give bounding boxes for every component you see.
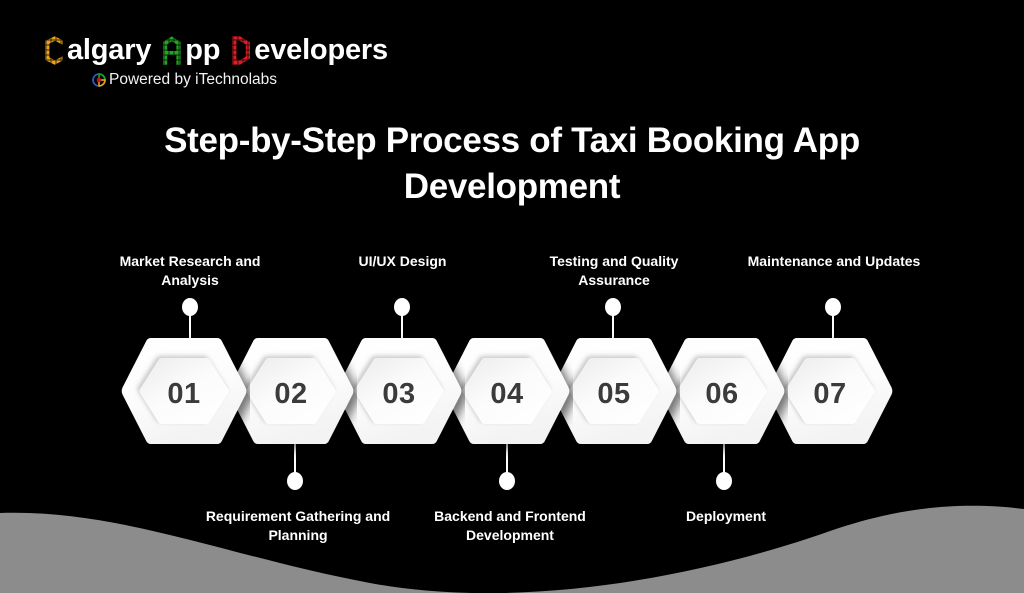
step-label-02: Requirement Gathering and Planning — [205, 508, 391, 544]
hexagon-chain: 01 02 — [118, 330, 908, 458]
step-connector-line-07 — [832, 314, 834, 344]
ring-icon — [92, 73, 106, 87]
step-connector-dot-03 — [394, 298, 410, 316]
step-connector-dot-02 — [287, 472, 303, 490]
step-connector-dot-06 — [716, 472, 732, 490]
step-connector-dot-04 — [499, 472, 515, 490]
brand-name: algary — [42, 36, 422, 65]
step-connector-dot-07 — [825, 298, 841, 316]
step-hexagon-05[interactable]: 05 — [548, 330, 680, 458]
step-label-01: Market Research and Analysis — [119, 253, 261, 289]
step-label-07: Maintenance and Updates — [747, 253, 921, 269]
brand-name-part-algary: algary — [67, 34, 152, 66]
step-connector-line-03 — [401, 314, 403, 356]
step-connector-line-04 — [506, 434, 508, 476]
step-connector-dot-05 — [605, 298, 621, 316]
step-connector-line-05 — [612, 314, 614, 356]
page-title: Step-by-Step Process of Taxi Booking App… — [164, 121, 860, 207]
brand-name-part-evelopers: evelopers — [254, 34, 388, 66]
step-label-04: Backend and Frontend Development — [434, 508, 586, 544]
step-connector-dot-01 — [182, 298, 198, 316]
step-label-06: Deployment — [685, 508, 767, 524]
step-label-03: UI/UX Design — [358, 253, 447, 269]
step-hexagon-01[interactable]: 01 — [118, 330, 250, 458]
step-label-05: Testing and Quality Assurance — [549, 253, 679, 289]
step-connector-line-01 — [189, 314, 191, 356]
brand-logo: algary — [42, 36, 422, 89]
step-connector-line-06 — [723, 434, 725, 476]
brand-tagline-text: Powered by iTechnolabs — [109, 71, 278, 88]
hex-letter-c-icon — [42, 36, 66, 65]
hex-letter-a-icon — [160, 36, 184, 65]
brand-name-part-pp: pp — [185, 34, 221, 66]
step-connector-line-02 — [294, 434, 296, 476]
hex-letter-d-icon — [229, 36, 253, 65]
brand-tagline: Powered by iTechnolabs — [92, 71, 422, 89]
